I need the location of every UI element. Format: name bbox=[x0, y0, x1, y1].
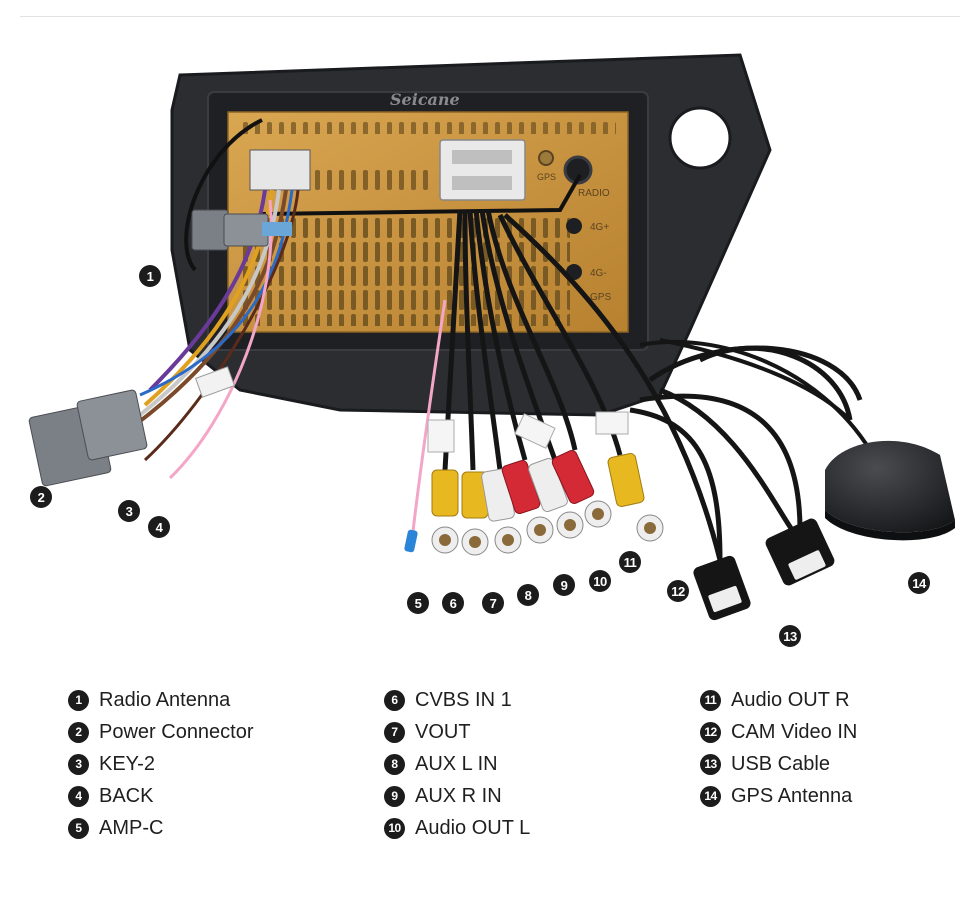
power-connector-plug bbox=[28, 389, 148, 487]
svg-text:4G+: 4G+ bbox=[590, 222, 609, 233]
legend-label: USB Cable bbox=[731, 752, 830, 775]
legend: 1 Radio Antenna 2 Power Connector 3 KEY-2 4… bbox=[0, 684, 980, 854]
legend-label: GPS Antenna bbox=[731, 784, 853, 807]
legend-item: 1 Radio Antenna bbox=[68, 684, 254, 716]
legend-item: 12 CAM Video IN bbox=[700, 716, 857, 748]
marker-6: 6 bbox=[442, 592, 464, 614]
legend-label: Radio Antenna bbox=[99, 688, 231, 711]
legend-number: 3 bbox=[68, 753, 89, 775]
legend-item: 14 GPS Antenna bbox=[700, 780, 857, 812]
seicane-logo: Seicane bbox=[390, 90, 460, 109]
frame-hole bbox=[668, 106, 732, 170]
legend-item: 9 AUX R IN bbox=[384, 780, 530, 812]
product-photo: Seicane GPS RADIO 4G+ 4G- GPS bbox=[28, 53, 955, 621]
legend-label: VOUT bbox=[415, 720, 471, 743]
marker-12: 12 bbox=[667, 580, 689, 602]
marker-14: 14 bbox=[908, 572, 930, 594]
usb-plug-2 bbox=[765, 518, 835, 586]
legend-item: 3 KEY-2 bbox=[68, 748, 254, 780]
marker-3: 3 bbox=[118, 500, 140, 522]
legend-label: Audio OUT L bbox=[415, 816, 531, 839]
legend-number: 4 bbox=[68, 785, 89, 807]
marker-10: 10 bbox=[589, 570, 611, 592]
marker-1: 1 bbox=[139, 265, 161, 287]
marker-5: 5 bbox=[407, 592, 429, 614]
legend-label: AUX L IN bbox=[415, 752, 498, 775]
legend-number: 7 bbox=[384, 721, 405, 743]
legend-column-3: 11 Audio OUT R 12 CAM Video IN 13 USB Cable… bbox=[700, 684, 857, 812]
legend-item: 8 AUX L IN bbox=[384, 748, 530, 780]
legend-label: KEY-2 bbox=[99, 752, 155, 775]
legend-item: 11 Audio OUT R bbox=[700, 684, 857, 716]
legend-item: 7 VOUT bbox=[384, 716, 530, 748]
legend-item: 2 Power Connector bbox=[68, 716, 254, 748]
usb-plug-1 bbox=[693, 555, 751, 621]
legend-number: 8 bbox=[384, 753, 405, 775]
legend-item: 5 AMP-C bbox=[68, 812, 254, 844]
marker-2: 2 bbox=[30, 486, 52, 508]
rca-plug-cam-video-in bbox=[607, 453, 664, 542]
legend-label: AUX R IN bbox=[415, 784, 502, 807]
marker-7: 7 bbox=[482, 592, 504, 614]
legend-number: 10 bbox=[384, 817, 405, 839]
legend-number: 13 bbox=[700, 753, 721, 775]
svg-text:GPS: GPS bbox=[590, 292, 611, 303]
legend-label: Power Connector bbox=[99, 720, 254, 743]
svg-text:GPS: GPS bbox=[537, 172, 556, 182]
top-divider bbox=[20, 16, 960, 17]
gps-antenna-puck bbox=[825, 440, 955, 541]
legend-label: CVBS IN 1 bbox=[415, 688, 512, 711]
marker-13: 13 bbox=[779, 625, 801, 647]
legend-label: Audio OUT R bbox=[731, 688, 850, 711]
legend-number: 2 bbox=[68, 721, 89, 743]
usb-cable bbox=[629, 345, 863, 561]
rca-plug-audio-out-r bbox=[551, 449, 612, 528]
rca-plug-audio-out-l bbox=[528, 457, 584, 539]
legend-item: 6 CVBS IN 1 bbox=[384, 684, 530, 716]
svg-text:RADIO: RADIO bbox=[578, 188, 610, 199]
legend-label: BACK bbox=[99, 784, 154, 807]
legend-number: 11 bbox=[700, 689, 721, 711]
marker-8: 8 bbox=[517, 584, 539, 606]
legend-number: 12 bbox=[700, 721, 721, 743]
svg-text:4G-: 4G- bbox=[590, 268, 607, 279]
legend-number: 6 bbox=[384, 689, 405, 711]
marker-9: 9 bbox=[553, 574, 575, 596]
legend-item: 4 BACK bbox=[68, 780, 254, 812]
legend-item: 10 Audio OUT L bbox=[384, 812, 530, 844]
radio-socket bbox=[563, 155, 593, 185]
radio-antenna-connector bbox=[191, 209, 292, 251]
legend-number: 5 bbox=[68, 817, 89, 839]
rca-plug-cvbs-in-1 bbox=[431, 469, 459, 554]
legend-column-2: 6 CVBS IN 1 7 VOUT 8 AUX L IN 9 AUX R IN 10 A… bbox=[384, 684, 530, 844]
legend-number: 1 bbox=[68, 689, 89, 711]
legend-item: 13 USB Cable bbox=[700, 748, 857, 780]
marker-4: 4 bbox=[148, 516, 170, 538]
legend-label: CAM Video IN bbox=[731, 720, 858, 743]
marker-11: 11 bbox=[619, 551, 641, 573]
rca-plug-vout bbox=[461, 471, 489, 556]
legend-label: AMP-C bbox=[99, 816, 164, 839]
power-harness bbox=[133, 149, 311, 480]
legend-number: 9 bbox=[384, 785, 405, 807]
legend-column-1: 1 Radio Antenna 2 Power Connector 3 KEY-2 4… bbox=[68, 684, 254, 844]
legend-number: 14 bbox=[700, 785, 721, 807]
